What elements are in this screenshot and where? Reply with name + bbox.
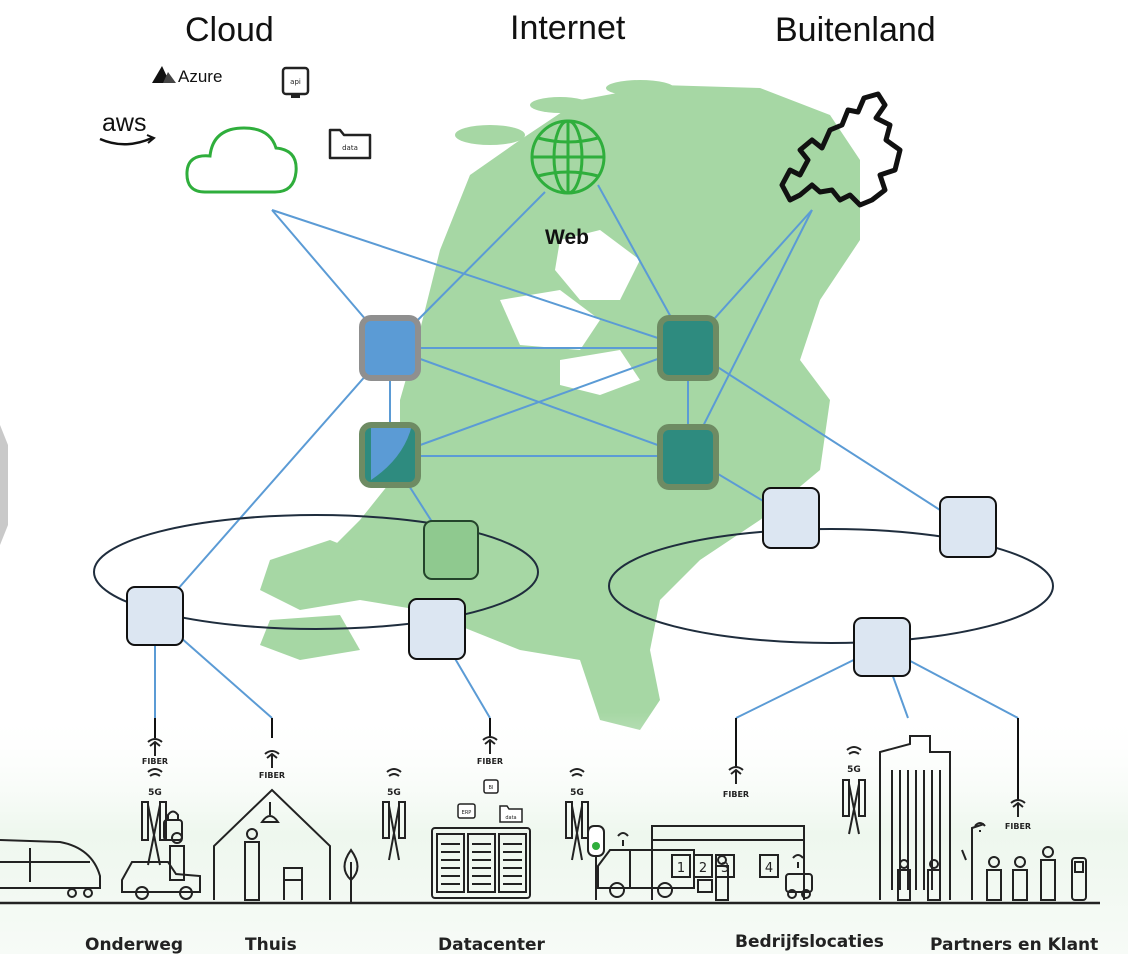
svg-text:FIBER: FIBER (723, 790, 749, 799)
location-label-datacenter: Datacenter (438, 935, 546, 954)
svg-text:FIBER: FIBER (259, 771, 285, 780)
ring-east (608, 528, 1054, 644)
house-icon (213, 788, 331, 901)
europe-map-icon (779, 91, 903, 208)
svg-text:data: data (505, 815, 516, 821)
access-node-bedrijf (853, 617, 911, 677)
server-racks-icon (431, 827, 531, 899)
warehouse-icon: 1 2 3 4 (651, 825, 813, 901)
aws-logo: aws (99, 109, 156, 146)
netherlands-map (260, 80, 860, 730)
location-label-bedrijfslocaties: Bedrijfslocaties (735, 932, 884, 952)
svg-text:3: 3 (721, 861, 729, 876)
car-icon (121, 861, 201, 900)
svg-text:aws: aws (102, 109, 146, 137)
5g-tower-thuis: 5G (382, 768, 406, 861)
5g-tower-bedrijf: 5G (842, 746, 866, 835)
terminal-kiosk-icon (1071, 857, 1087, 901)
access-node-east-1 (762, 487, 820, 549)
tree-icon (343, 848, 359, 902)
svg-text:ERP: ERP (462, 810, 472, 816)
office-tower-icon (879, 735, 951, 901)
fiber-icon-thuis: FIBER (259, 750, 285, 780)
location-label-partners: Partners en Klant (930, 935, 1098, 954)
svg-text:5G: 5G (847, 765, 861, 775)
access-node-datacenter (408, 598, 466, 660)
access-node-east-2 (939, 496, 997, 558)
fiber-icon-bedrijf: FIBER (723, 766, 749, 799)
data-folder-icon: data (328, 128, 372, 160)
location-label-onderweg: Onderweg (85, 935, 183, 954)
fiber-icon-partners: FIBER (1005, 799, 1031, 831)
svg-text:5G: 5G (148, 788, 162, 798)
svg-text:4: 4 (765, 861, 773, 876)
web-globe-icon (530, 119, 606, 195)
cloud-icon (185, 126, 298, 194)
person-icon-onderweg (169, 832, 185, 881)
core-node-se (657, 424, 719, 490)
fiber-icon-onderweg: FIBER (142, 738, 168, 766)
core-node-sw (359, 422, 421, 488)
side-arrow-shape (0, 425, 8, 545)
svg-text:FIBER: FIBER (477, 757, 503, 766)
access-node-onderweg (126, 586, 184, 646)
svg-text:2: 2 (699, 861, 707, 876)
location-label-thuis: Thuis (245, 935, 297, 954)
header-cloud: Cloud (185, 11, 274, 49)
edge-node-green (423, 520, 479, 580)
5g-tower-onderweg: 5G (141, 768, 167, 866)
core-node-nw (359, 315, 421, 381)
bi-icon: BI (483, 779, 499, 794)
core-node-ne (657, 315, 719, 381)
map-water (500, 230, 640, 395)
svg-text:1: 1 (677, 861, 685, 876)
header-buitenland: Buitenland (775, 11, 936, 49)
header-internet: Internet (510, 9, 626, 47)
svg-text:Azure: Azure (178, 67, 222, 86)
azure-logo: Azure (152, 66, 222, 86)
svg-text:BI: BI (489, 785, 494, 791)
street-lamp-icon (961, 822, 986, 900)
drop-lines (154, 718, 1019, 800)
traffic-light-icon (587, 825, 605, 900)
data-folder-icon-dc: data (499, 805, 523, 823)
api-icon: api (281, 66, 310, 98)
ground-area (0, 712, 1128, 954)
svg-text:api: api (290, 78, 301, 86)
erp-icon: ERP (457, 803, 476, 819)
svg-text:FIBER: FIBER (1005, 822, 1031, 831)
ring-west (93, 514, 539, 630)
svg-text:5G: 5G (387, 788, 401, 798)
fiber-icon-datacenter: FIBER (477, 736, 503, 766)
svg-text:FIBER: FIBER (142, 757, 168, 766)
svg-text:data: data (342, 144, 358, 152)
train-icon (0, 839, 101, 898)
people-partners-icon (986, 846, 1056, 901)
web-label: Web (545, 226, 589, 249)
svg-text:5G: 5G (570, 788, 584, 798)
